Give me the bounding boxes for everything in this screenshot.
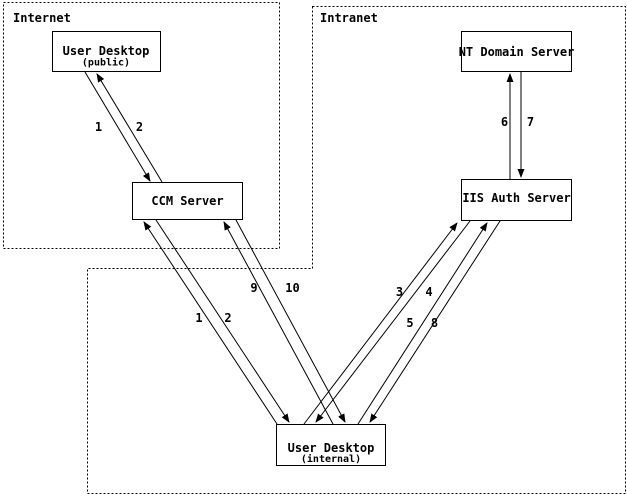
flow-label-6: 6 [501,115,508,129]
node-box [461,31,572,72]
zone-intranet-border [87,6,626,494]
node-box [132,182,243,220]
flow-label-1-public: 1 [95,120,102,134]
flow-label-7: 7 [527,115,534,129]
flow-label-9: 9 [250,281,257,295]
flow-label-3: 3 [396,285,403,299]
zone-internet-border [3,2,280,249]
flow-label-8: 8 [431,316,438,330]
edge-2-ccm-to-internal [155,219,290,423]
node-iis-auth-server: IIS Auth Server [461,179,572,221]
edge-5-internal-to-iis [357,222,488,425]
edge-1-public-to-ccm [84,71,151,182]
zone-label-internet: Internet [13,11,71,25]
flow-label-1-internal: 1 [195,311,202,325]
zone-label-intranet: Intranet [320,11,378,25]
node-title: User Desktop [63,44,150,58]
node-subtitle: (public) [82,57,130,69]
node-box [461,179,572,221]
node-title: User Desktop [288,441,375,455]
node-title: NT Domain Server [459,45,575,59]
node-title: CCM Server [151,194,223,208]
edge-9-internal-to-ccm [223,221,334,425]
node-box [276,424,386,466]
edge-2-ccm-to-public [96,73,163,183]
flow-label-4: 4 [425,285,432,299]
flow-label-2-public: 2 [136,120,143,134]
node-ccm-server: CCM Server [132,182,243,220]
edge-4-iis-to-internal [315,220,471,423]
node-title: IIS Auth Server [462,191,570,205]
edge-1-internal-to-ccm [143,221,278,425]
flow-label-5: 5 [406,316,413,330]
node-subtitle: (internal) [301,453,361,465]
edge-10-ccm-to-internal [235,219,346,423]
node-box [52,31,161,72]
flow-label-2-internal: 2 [224,311,231,325]
node-user-desktop-public: User Desktop (public) [52,31,161,72]
node-nt-domain-server: NT Domain Server [459,31,575,72]
edge-8-iis-to-internal [369,220,501,423]
edge-3-internal-to-iis [303,222,458,425]
flow-label-10: 10 [285,281,299,295]
node-user-desktop-internal: User Desktop (internal) [276,424,386,466]
